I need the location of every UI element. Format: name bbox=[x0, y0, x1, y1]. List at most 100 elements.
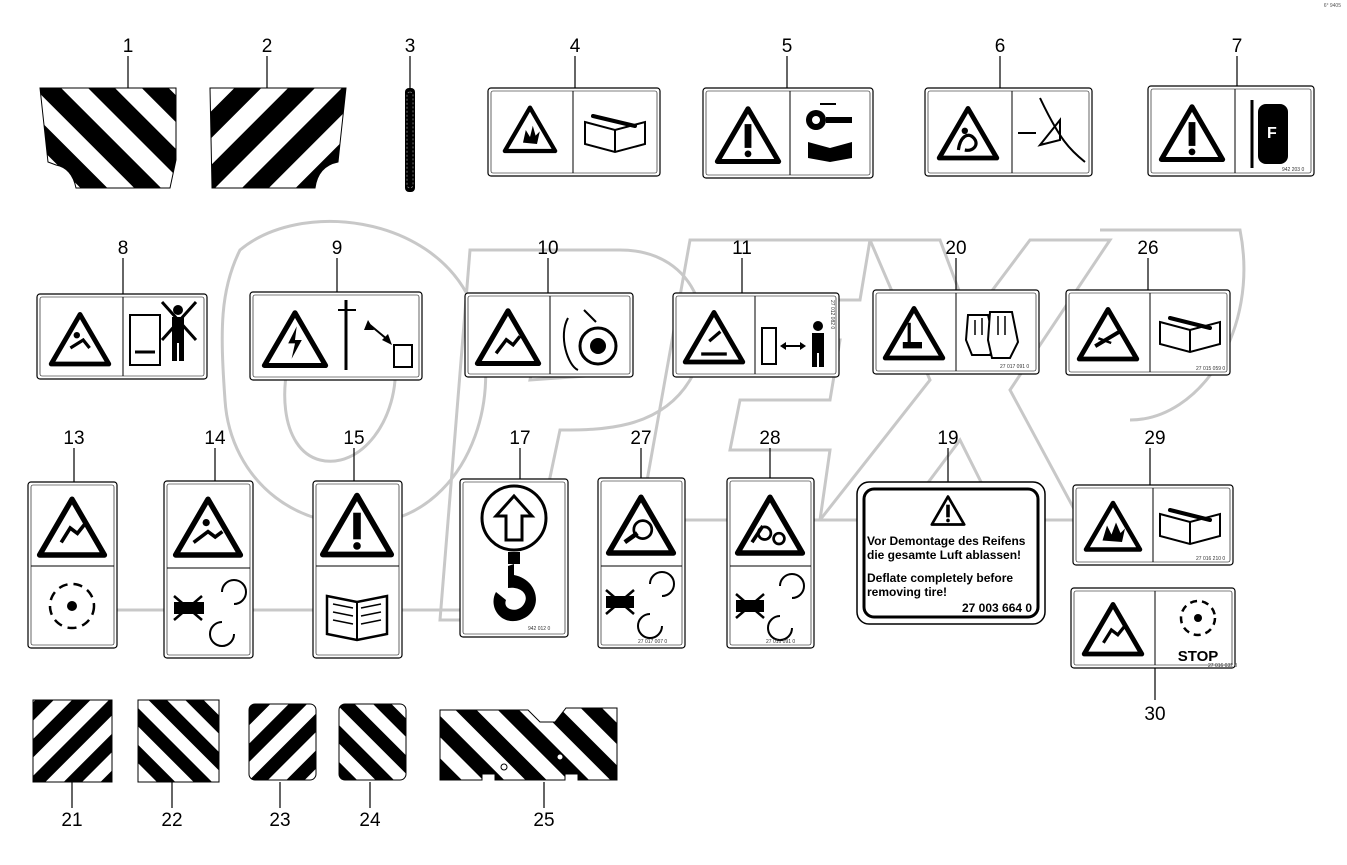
no-standing-icon bbox=[129, 300, 198, 366]
decal-19-text-en-1: Deflate completely before bbox=[867, 571, 1013, 585]
decal-17: 942 012 0 bbox=[459, 478, 569, 638]
explosion-warning-icon bbox=[505, 108, 555, 151]
crush-warning-icon bbox=[1079, 309, 1137, 359]
decal-19: Vor Demontage des Reifens die gesamte Lu… bbox=[856, 481, 1046, 625]
warning-exclamation-icon bbox=[930, 495, 966, 526]
label-15: 15 bbox=[343, 428, 364, 449]
cutting-hand-warning-icon bbox=[477, 311, 538, 364]
no-hand-rotating-icon bbox=[605, 571, 675, 639]
decal-15 bbox=[312, 480, 403, 659]
rotating-arrows-icon bbox=[1179, 599, 1217, 637]
label-13: 13 bbox=[63, 428, 84, 449]
label-28: 28 bbox=[759, 428, 780, 449]
fire-extinguisher-icon: F bbox=[1250, 100, 1288, 168]
svg-text:27 017 091 0: 27 017 091 0 bbox=[1000, 364, 1029, 370]
label-29: 29 bbox=[1144, 428, 1165, 449]
label-19: 19 bbox=[937, 428, 958, 449]
decal-9 bbox=[249, 291, 423, 381]
decal-4 bbox=[487, 87, 661, 177]
label-1: 1 bbox=[123, 36, 134, 57]
label-9: 9 bbox=[332, 238, 343, 259]
warning-exclamation-icon bbox=[1161, 107, 1222, 160]
svg-text:27 015 059 0: 27 015 059 0 bbox=[1196, 366, 1225, 372]
label-6: 6 bbox=[995, 36, 1006, 57]
label-3: 3 bbox=[405, 36, 416, 57]
decal-2-stripes bbox=[209, 87, 347, 189]
decal-19-text-de-1: Vor Demontage des Reifens bbox=[867, 534, 1026, 548]
decal-21-stripes bbox=[32, 699, 113, 783]
decal-19-part-number: 27 003 664 0 bbox=[962, 601, 1032, 615]
rotating-arrows-icon bbox=[48, 582, 96, 630]
label-23: 23 bbox=[269, 810, 290, 831]
decal-3-strip bbox=[405, 88, 415, 192]
cutting-hand-warning-icon bbox=[40, 499, 105, 555]
decal-14 bbox=[163, 480, 254, 659]
label-26: 26 bbox=[1137, 238, 1158, 259]
stop-label: STOP bbox=[1178, 648, 1219, 665]
decal-28: 27 016 091 0 bbox=[726, 477, 815, 649]
decal-11: 27 012 082 0 bbox=[672, 292, 840, 378]
key-removal-icon bbox=[806, 103, 852, 162]
label-5: 5 bbox=[782, 36, 793, 57]
guard-icon bbox=[1018, 97, 1086, 163]
manual-wrench-icon bbox=[584, 114, 646, 154]
lift-hook-icon bbox=[480, 484, 548, 622]
label-7: 7 bbox=[1232, 36, 1243, 57]
label-27: 27 bbox=[630, 428, 651, 449]
label-25: 25 bbox=[533, 810, 554, 831]
manual-wrench-icon bbox=[1159, 316, 1221, 354]
hot-surface-icon bbox=[685, 312, 743, 362]
power-line-distance-icon bbox=[338, 300, 413, 370]
page-reference: 6° 9405 bbox=[1323, 3, 1341, 9]
label-2: 2 bbox=[262, 36, 273, 57]
label-20: 20 bbox=[945, 238, 966, 259]
decal-8 bbox=[36, 293, 208, 380]
fan-hazard-icon bbox=[609, 497, 674, 553]
electric-hazard-icon bbox=[264, 313, 325, 366]
decal-19-text-en-2: removing tire! bbox=[867, 585, 947, 599]
warning-exclamation-icon bbox=[717, 109, 778, 162]
label-4: 4 bbox=[570, 36, 581, 57]
svg-text:27 017 007 0: 27 017 007 0 bbox=[638, 639, 667, 645]
label-8: 8 bbox=[118, 238, 129, 259]
gloves-icon bbox=[964, 311, 1020, 359]
decal-5 bbox=[702, 87, 874, 179]
entanglement-warning-icon bbox=[939, 108, 997, 158]
label-22: 22 bbox=[161, 810, 182, 831]
label-17: 17 bbox=[509, 428, 530, 449]
manual-book-icon bbox=[325, 594, 389, 642]
svg-text:27 016 032 0: 27 016 032 0 bbox=[1208, 663, 1237, 669]
no-hand-rotating-icon bbox=[173, 579, 247, 647]
decal-23-stripes bbox=[248, 703, 317, 781]
decal-1-stripes bbox=[39, 87, 177, 189]
svg-text:27 016 091 0: 27 016 091 0 bbox=[766, 639, 795, 645]
svg-text:942 203 0: 942 203 0 bbox=[1282, 167, 1304, 173]
entanglement-warning-icon bbox=[176, 499, 241, 555]
keep-distance-icon bbox=[761, 321, 824, 367]
decal-22-stripes bbox=[137, 699, 220, 783]
label-10: 10 bbox=[537, 238, 558, 259]
label-24: 24 bbox=[359, 810, 381, 831]
no-hand-rotating-icon bbox=[735, 573, 805, 641]
fall-warning-icon bbox=[51, 314, 109, 364]
decal-13 bbox=[27, 481, 118, 649]
decal-6 bbox=[924, 87, 1093, 177]
svg-text:942 012 0: 942 012 0 bbox=[528, 626, 550, 632]
manual-wrench-icon bbox=[1159, 508, 1221, 546]
belt-entanglement-icon bbox=[738, 497, 803, 553]
cutting-hand-warning-icon bbox=[1084, 604, 1142, 654]
part-numbers: 1 2 3 4 5 6 7 8 9 10 11 20 26 13 14 15 1… bbox=[61, 36, 1242, 831]
decal-26: 27 015 059 0 bbox=[1065, 289, 1231, 376]
explosion-warning-icon bbox=[1086, 503, 1140, 550]
rotor-icon bbox=[562, 309, 618, 371]
decal-27: 27 017 007 0 bbox=[597, 477, 686, 649]
decal-25-stripes bbox=[439, 707, 618, 781]
warning-exclamation-icon bbox=[323, 496, 391, 555]
decal-20: 27 017 091 0 bbox=[872, 289, 1040, 375]
label-14: 14 bbox=[204, 428, 226, 449]
svg-text:27 012 082 0: 27 012 082 0 bbox=[829, 300, 835, 329]
svg-text:F: F bbox=[1267, 125, 1277, 142]
label-30: 30 bbox=[1144, 704, 1165, 725]
svg-text:27 016 210 0: 27 016 210 0 bbox=[1196, 556, 1225, 562]
